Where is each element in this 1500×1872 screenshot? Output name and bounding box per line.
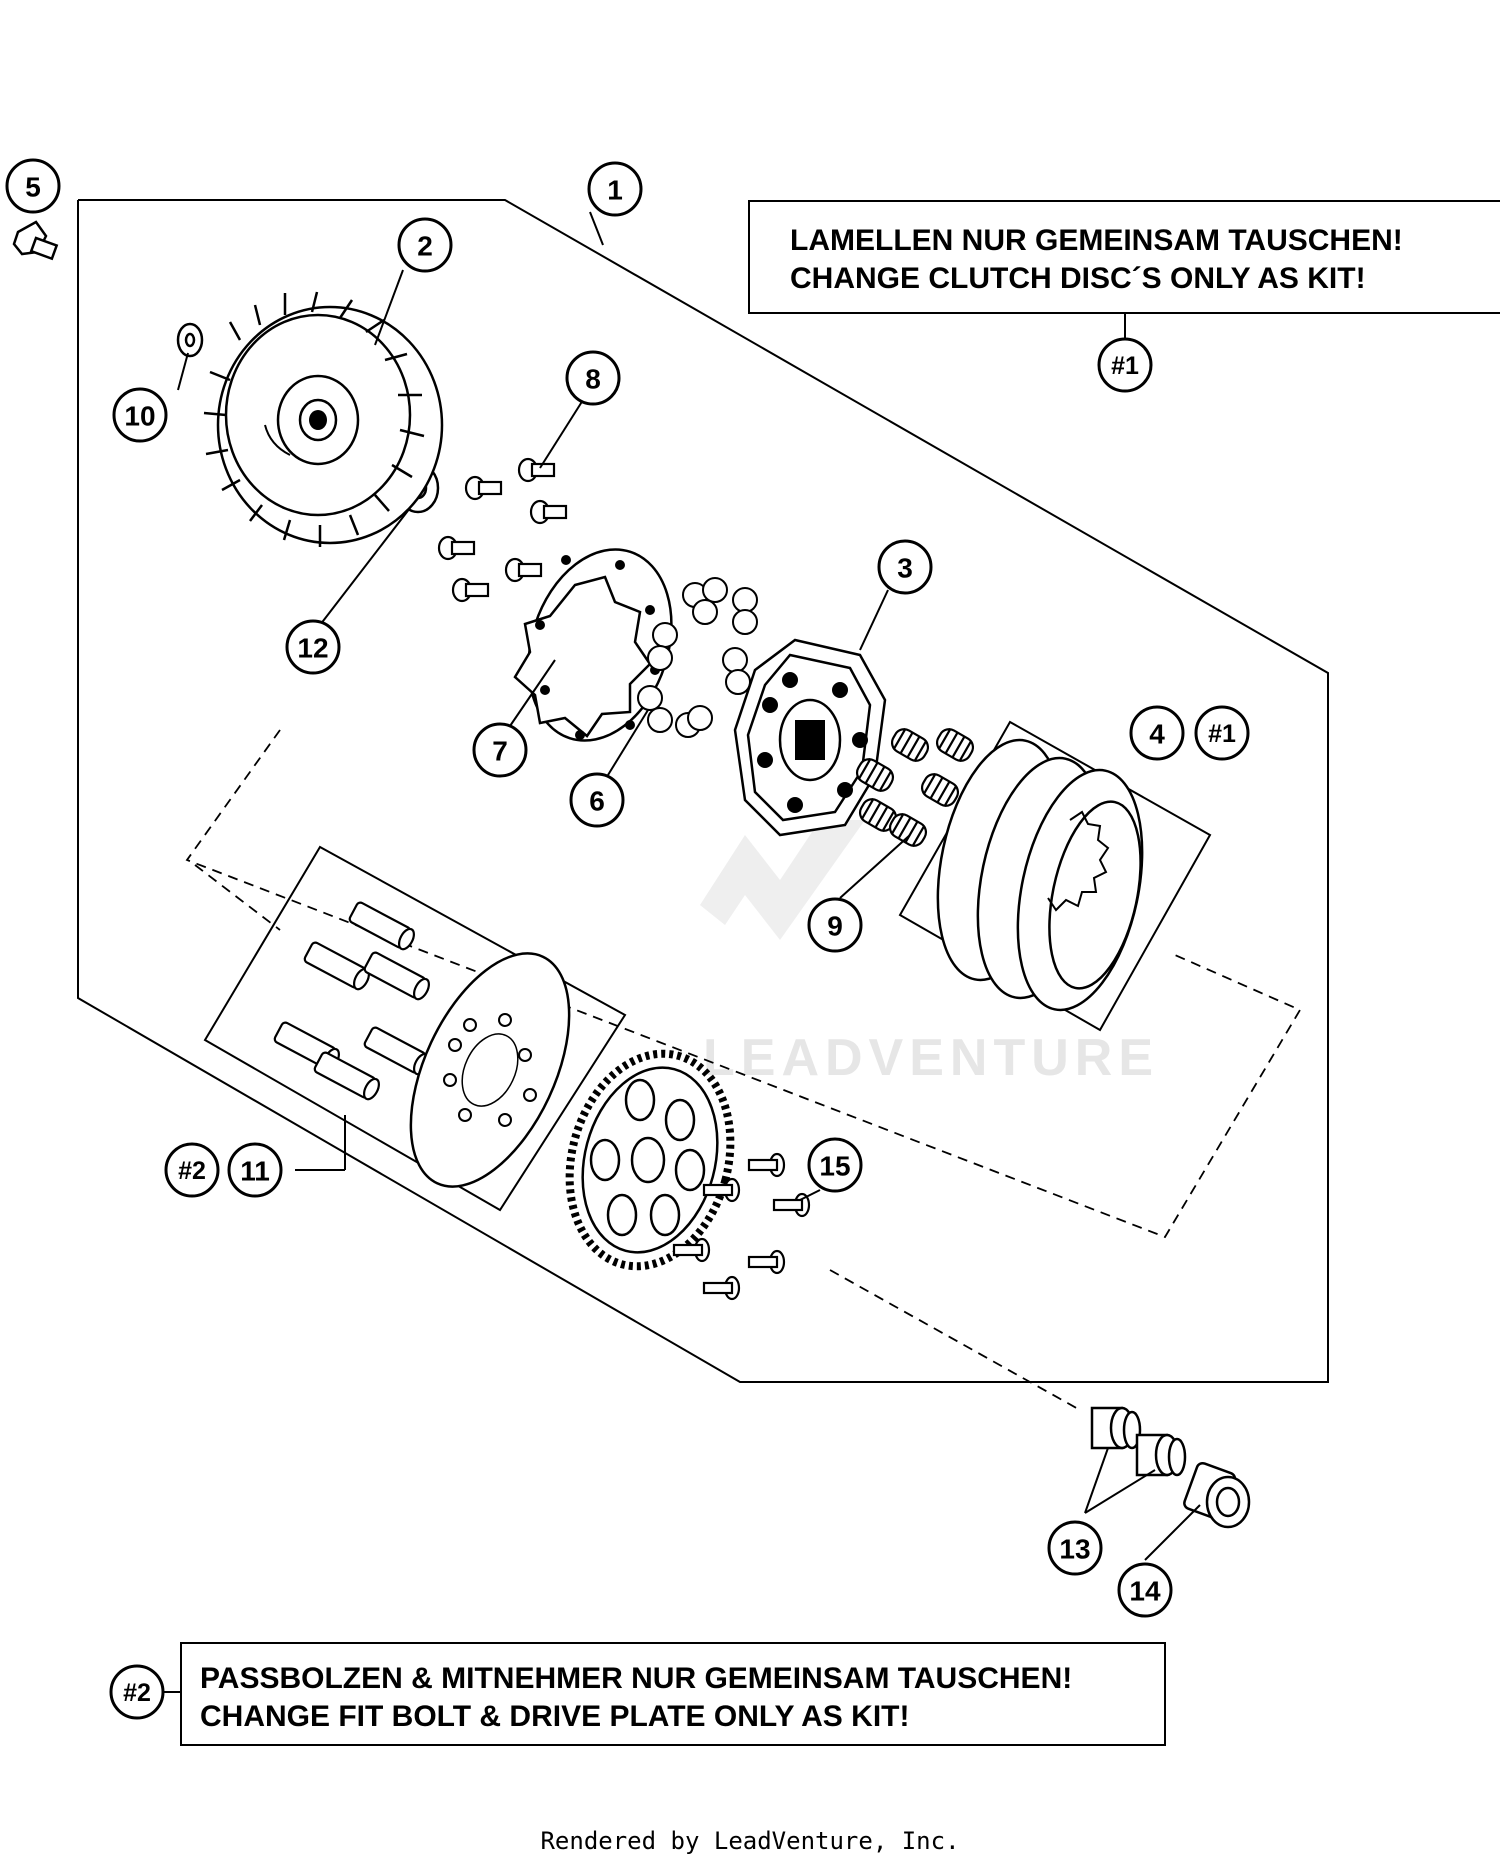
assembly-outline — [77, 199, 1329, 1383]
callout-13: 13 — [1047, 1520, 1103, 1576]
bolt-part-5 — [12, 220, 59, 261]
kit-ref-note-2: #2 — [109, 1664, 165, 1720]
kit-ref-part-4: #1 — [1194, 705, 1250, 761]
kit-2-note: PASSBOLZEN & MITNEHMER NUR GEMEINSAM TAU… — [180, 1642, 1166, 1746]
dashed-leader — [829, 1269, 1081, 1411]
svg-text:11: 11 — [240, 1156, 270, 1187]
svg-text:#1: #1 — [1208, 720, 1236, 748]
kit-1-note-english: CHANGE CLUTCH DISC´S ONLY AS KIT! — [790, 262, 1366, 295]
callout-15: 15 — [807, 1137, 863, 1193]
svg-text:14: 14 — [1129, 1576, 1161, 1607]
watermark-text: LEADVENTURE — [703, 1029, 1159, 1087]
fit-bolts-part-11 — [273, 901, 430, 1101]
kit-1-note: LAMELLEN NUR GEMEINSAM TAUSCHEN! CHANGE … — [748, 200, 1500, 314]
clutch-basket-part-2 — [203, 291, 444, 547]
bushings-part-13 — [1090, 1406, 1187, 1477]
drive-plate-part-11 — [409, 952, 571, 1188]
svg-text:10: 10 — [124, 401, 155, 432]
starter-gear — [565, 1049, 735, 1271]
render-credit-footer: Rendered by LeadVenture, Inc. — [540, 1827, 960, 1855]
svg-text:#2: #2 — [178, 1157, 206, 1185]
kit-2-note-german: PASSBOLZEN & MITNEHMER NUR GEMEINSAM TAU… — [200, 1662, 1073, 1695]
kit-ref-note-1: #1 — [1097, 337, 1153, 393]
clutch-disc-kit-box — [898, 720, 1212, 1032]
callout-10: 10 — [112, 387, 168, 443]
svg-text:#1: #1 — [1111, 352, 1139, 380]
svg-text:4: 4 — [1149, 719, 1165, 750]
callout-1: 1 — [587, 161, 643, 217]
callout-7: 7 — [472, 722, 528, 778]
svg-text:#2: #2 — [123, 1679, 151, 1707]
svg-text:5: 5 — [25, 172, 41, 203]
svg-text:1: 1 — [607, 175, 623, 206]
callout-14: 14 — [1117, 1562, 1173, 1618]
callout-6: 6 — [569, 772, 625, 828]
kit-ref-part-11: #2 — [164, 1142, 220, 1198]
kit-1-note-german: LAMELLEN NUR GEMEINSAM TAUSCHEN! — [790, 224, 1403, 257]
washer-part-10 — [176, 322, 204, 358]
bolts-part-8 — [437, 457, 568, 603]
svg-text:12: 12 — [297, 633, 328, 664]
svg-text:13: 13 — [1059, 1534, 1090, 1565]
svg-text:2: 2 — [417, 231, 433, 262]
callout-11: 11 — [227, 1142, 283, 1198]
kit-2-note-english: CHANGE FIT BOLT & DRIVE PLATE ONLY AS KI… — [200, 1700, 910, 1733]
plate-part-7 — [513, 548, 673, 742]
springs-part-9 — [855, 728, 975, 847]
subassembly-dashed-outline — [185, 729, 1302, 1239]
svg-text:7: 7 — [492, 736, 508, 767]
balls-part-6 — [637, 577, 758, 738]
clutch-discs-part-4 — [936, 738, 1144, 1012]
screws-part-15 — [672, 1152, 811, 1301]
sleeve-part-14 — [1183, 1461, 1251, 1529]
leader-lines — [177, 211, 1201, 1561]
callout-12: 12 — [285, 619, 341, 675]
callout-9: 9 — [807, 897, 863, 953]
svg-text:15: 15 — [819, 1151, 850, 1182]
pressure-plate-part-3 — [733, 638, 887, 837]
callout-4: 4 — [1129, 705, 1185, 761]
svg-text:6: 6 — [589, 786, 605, 817]
callout-2: 2 — [397, 217, 453, 273]
callout-8: 8 — [565, 350, 621, 406]
svg-text:3: 3 — [897, 553, 913, 584]
svg-text:9: 9 — [827, 911, 843, 942]
dashed-leader-left — [194, 864, 281, 931]
callout-3: 3 — [877, 539, 933, 595]
callout-5: 5 — [5, 158, 61, 214]
svg-text:8: 8 — [585, 364, 601, 395]
